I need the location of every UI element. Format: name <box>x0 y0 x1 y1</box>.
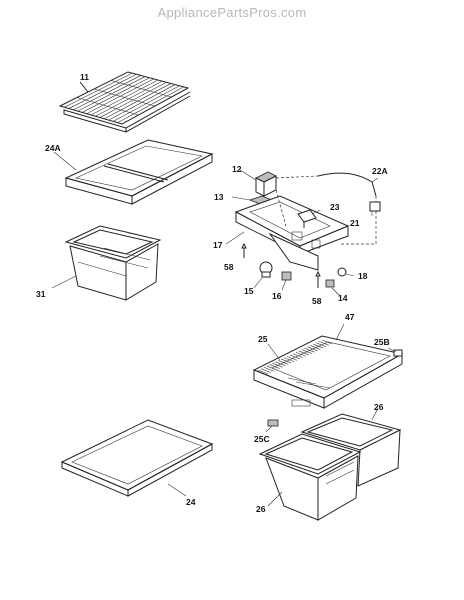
callout-24A: 24A <box>45 143 61 153</box>
callout-21: 21 <box>350 218 360 228</box>
callout-16: 16 <box>272 291 282 301</box>
callout-11: 11 <box>80 72 89 82</box>
crisper-cover-24A[interactable] <box>53 139 214 205</box>
callout-13: 13 <box>214 192 224 202</box>
callout-26-back: 26 <box>374 402 384 412</box>
watermark: AppliancePartsPros.com <box>157 5 307 20</box>
callout-24: 24 <box>186 497 196 507</box>
crisper-drawers-26[interactable] <box>258 407 402 521</box>
wire-shelf-11[interactable] <box>58 71 191 133</box>
control-housing-assembly[interactable] <box>225 169 381 297</box>
callout-17: 17 <box>213 240 223 250</box>
glass-shelf-24[interactable] <box>60 419 214 497</box>
callout-12: 12 <box>232 164 242 174</box>
callout-26-front: 26 <box>256 504 266 514</box>
callout-15: 15 <box>244 286 254 296</box>
callout-25: 25 <box>258 334 268 344</box>
callout-23: 23 <box>330 202 340 212</box>
callout-58-right: 58 <box>312 296 322 306</box>
callout-18: 18 <box>358 271 368 281</box>
callout-25C: 25C <box>254 434 270 444</box>
callout-31: 31 <box>36 289 46 299</box>
callout-47: 47 <box>345 312 355 322</box>
crisper-drawer-31[interactable] <box>51 225 162 301</box>
cover-assembly-25[interactable] <box>252 323 404 433</box>
callout-14: 14 <box>338 293 348 303</box>
callout-25B: 25B <box>374 337 390 347</box>
callout-22A: 22A <box>372 166 388 176</box>
callout-58-left: 58 <box>224 262 234 272</box>
